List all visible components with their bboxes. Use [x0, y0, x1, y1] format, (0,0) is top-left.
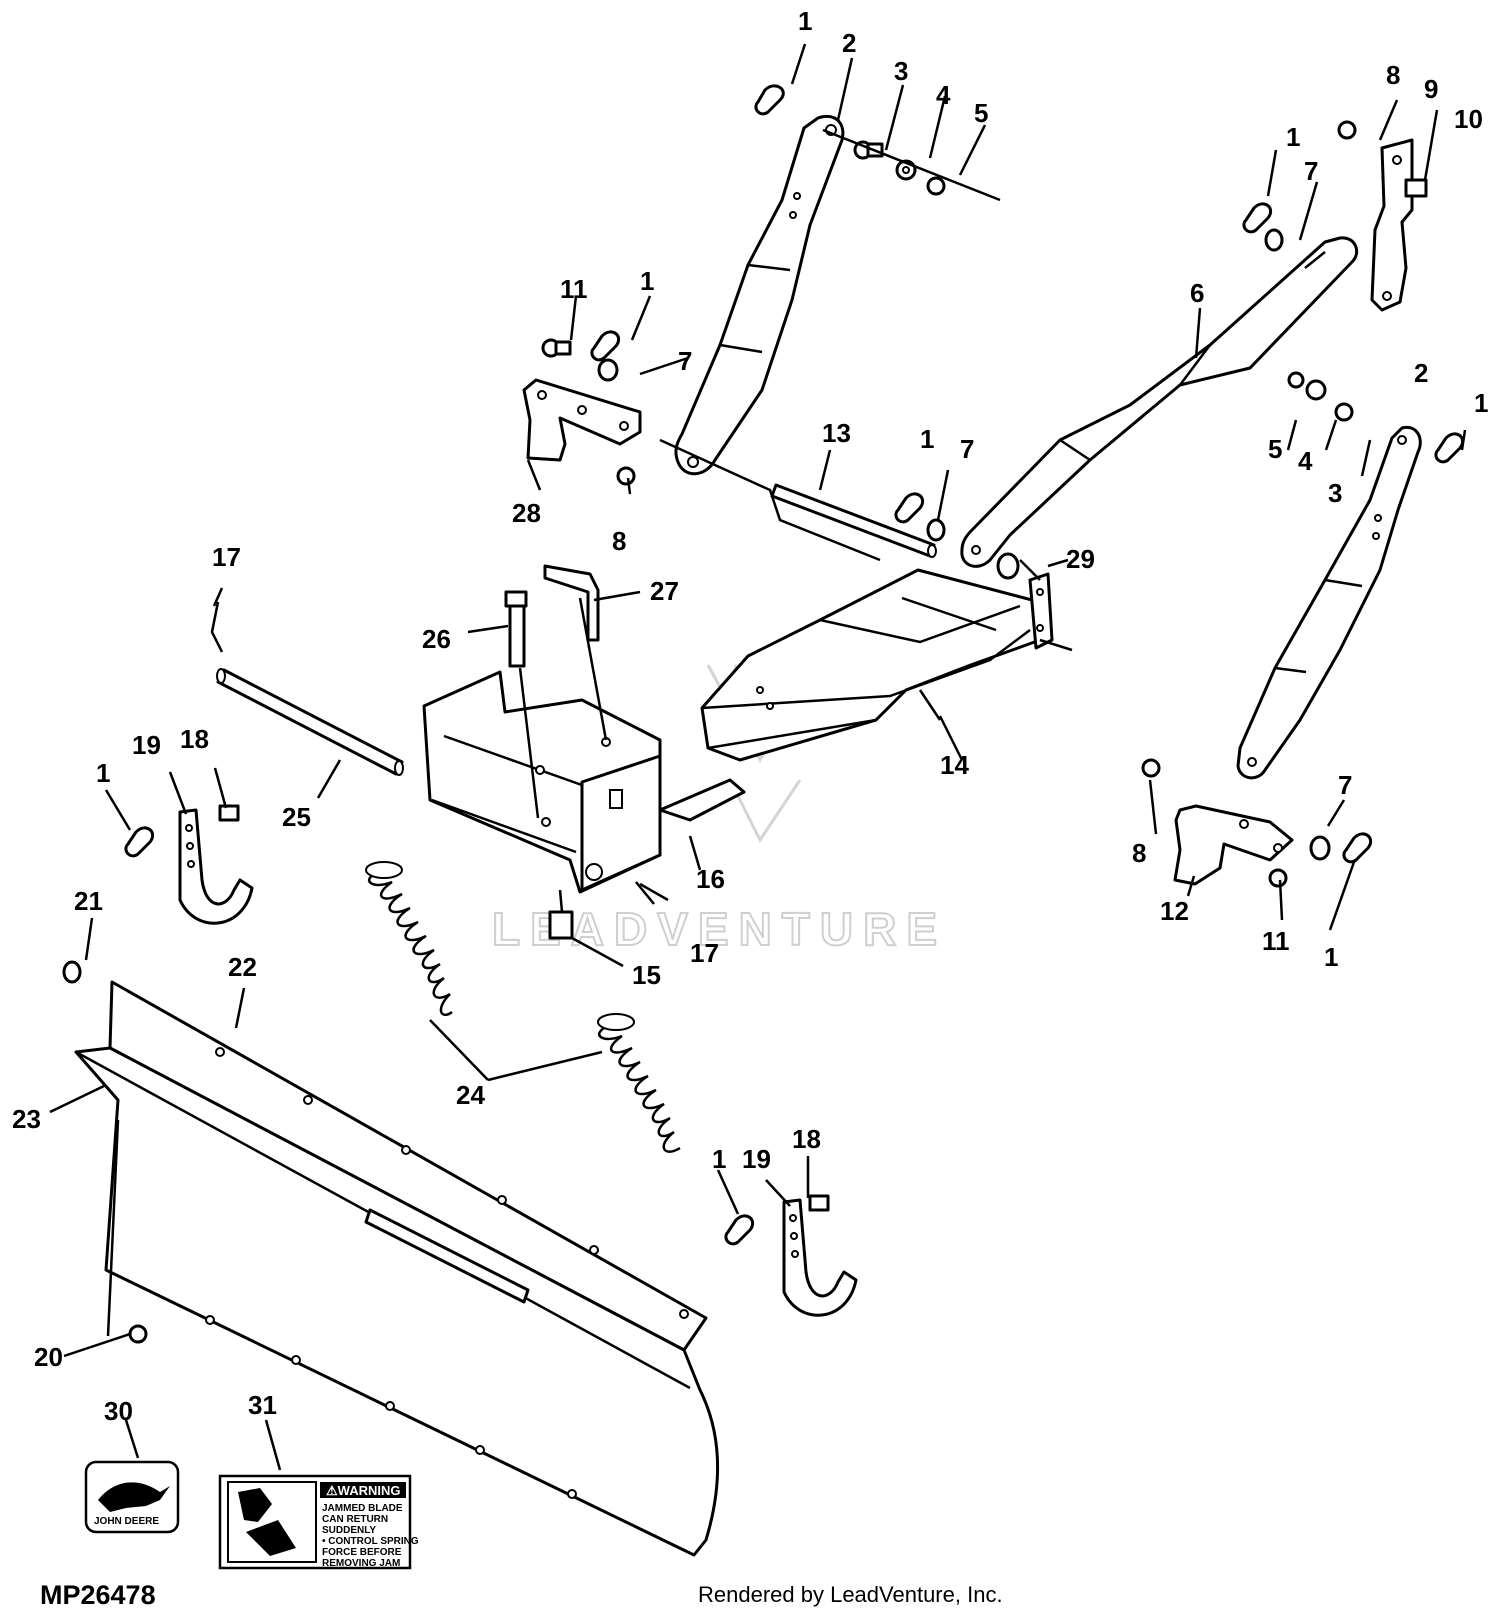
callout-label: 16 [696, 864, 725, 894]
callout-label: 11 [560, 274, 588, 304]
callout-label: 9 [1424, 74, 1438, 104]
decal-warning-line-2: CAN RETURN [322, 1514, 388, 1525]
callout-label: 1 [712, 1144, 726, 1174]
callout-label: 1 [640, 266, 654, 296]
decal-warning-line-5: FORCE BEFORE [322, 1547, 402, 1558]
callout-labels: 1 2 3 4 5 8 9 10 1 7 6 11 1 7 2 1 5 4 3 … [12, 6, 1488, 1426]
callout-label: 1 [798, 6, 812, 36]
hitch-bracket-assembly [422, 670, 746, 894]
callout-label: 25 [282, 802, 311, 832]
callout-label: 27 [650, 576, 679, 606]
lift-arm-left [674, 115, 845, 476]
callout-label: 26 [422, 624, 451, 654]
callout-label: 20 [34, 1342, 63, 1372]
callout-label: 17 [690, 938, 719, 968]
mounting-bracket-upper-right [1370, 138, 1414, 312]
callout-label: 7 [1338, 770, 1352, 800]
decal-warning: ⚠WARNING JAMMED BLADE CAN RETURN SUDDENL… [218, 1474, 419, 1570]
decal-john-deere: JOHN DEERE [84, 1460, 180, 1534]
callout-label: 13 [822, 418, 851, 448]
callout-label: 17 [212, 542, 241, 572]
main-frame [700, 568, 1054, 762]
callout-label: 4 [1298, 446, 1313, 476]
bolt-26 [504, 590, 528, 668]
callout-label: 8 [1386, 60, 1400, 90]
leader-lines [49, 43, 1467, 1471]
pivot-rod [770, 483, 937, 558]
callout-label: 18 [792, 1124, 821, 1154]
spring-lower [597, 1013, 681, 1153]
callout-label: 1 [96, 758, 110, 788]
callout-label: 15 [632, 960, 661, 990]
callout-label: 18 [180, 724, 209, 754]
callout-label: 21 [74, 886, 103, 916]
figure-id: MP26478 [40, 1580, 156, 1610]
callout-label: 2 [1414, 358, 1428, 388]
callout-label: 4 [936, 80, 951, 110]
mounting-bracket-right [1173, 804, 1294, 886]
hook-bracket-upper [178, 808, 254, 925]
callout-label: 23 [12, 1104, 41, 1134]
callout-label: 31 [248, 1390, 277, 1420]
blade-assembly [74, 980, 719, 1557]
hook-bracket-lower [782, 1198, 858, 1317]
callout-label: 7 [960, 434, 974, 464]
callout-label: 10 [1454, 104, 1483, 134]
callout-label: 19 [132, 730, 161, 760]
callout-label: 8 [1132, 838, 1146, 868]
lift-arm-right [1236, 425, 1422, 780]
callout-label: 7 [1304, 156, 1318, 186]
decal-warning-line-4: • CONTROL SPRING [322, 1536, 419, 1547]
callout-label: 22 [228, 952, 257, 982]
handle-pin-27 [543, 564, 600, 642]
callout-label: 14 [940, 750, 969, 780]
decal-warning-line-3: SUDDENLY [322, 1525, 376, 1536]
callout-label: 5 [974, 98, 988, 128]
spring-upper [365, 861, 453, 1017]
callout-label: 7 [678, 346, 692, 376]
callout-label: 30 [104, 1396, 133, 1426]
callout-label: 24 [456, 1080, 485, 1110]
callout-label: 6 [1190, 278, 1204, 308]
callout-label: 3 [894, 56, 908, 86]
hardware-fasteners [62, 84, 1465, 1344]
callout-label: 11 [1262, 926, 1290, 956]
render-credit: Rendered by LeadVenture, Inc. [698, 1582, 1003, 1607]
callout-label: 28 [512, 498, 541, 528]
callout-label: 12 [1160, 896, 1189, 926]
callout-label: 3 [1328, 478, 1342, 508]
callout-label: 2 [842, 28, 856, 58]
hitch-rod [216, 668, 404, 776]
callout-label: 8 [612, 526, 626, 556]
mounting-bracket-left [522, 378, 642, 462]
callout-label: 1 [1324, 942, 1338, 972]
decal-warning-line-6: REMOVING JAM [322, 1558, 400, 1569]
callout-label: 29 [1066, 544, 1095, 574]
callout-label: 1 [920, 424, 934, 454]
callout-label: 1 [1474, 388, 1488, 418]
callout-label: 1 [1286, 122, 1300, 152]
callout-label: 19 [742, 1144, 771, 1174]
decal-warning-heading: ⚠WARNING [326, 1483, 400, 1498]
callout-label: 5 [1268, 434, 1282, 464]
lift-link-arm [960, 236, 1359, 568]
decal-warning-line-1: JAMMED BLADE [322, 1503, 403, 1514]
decal-brand-text: JOHN DEERE [94, 1516, 159, 1527]
